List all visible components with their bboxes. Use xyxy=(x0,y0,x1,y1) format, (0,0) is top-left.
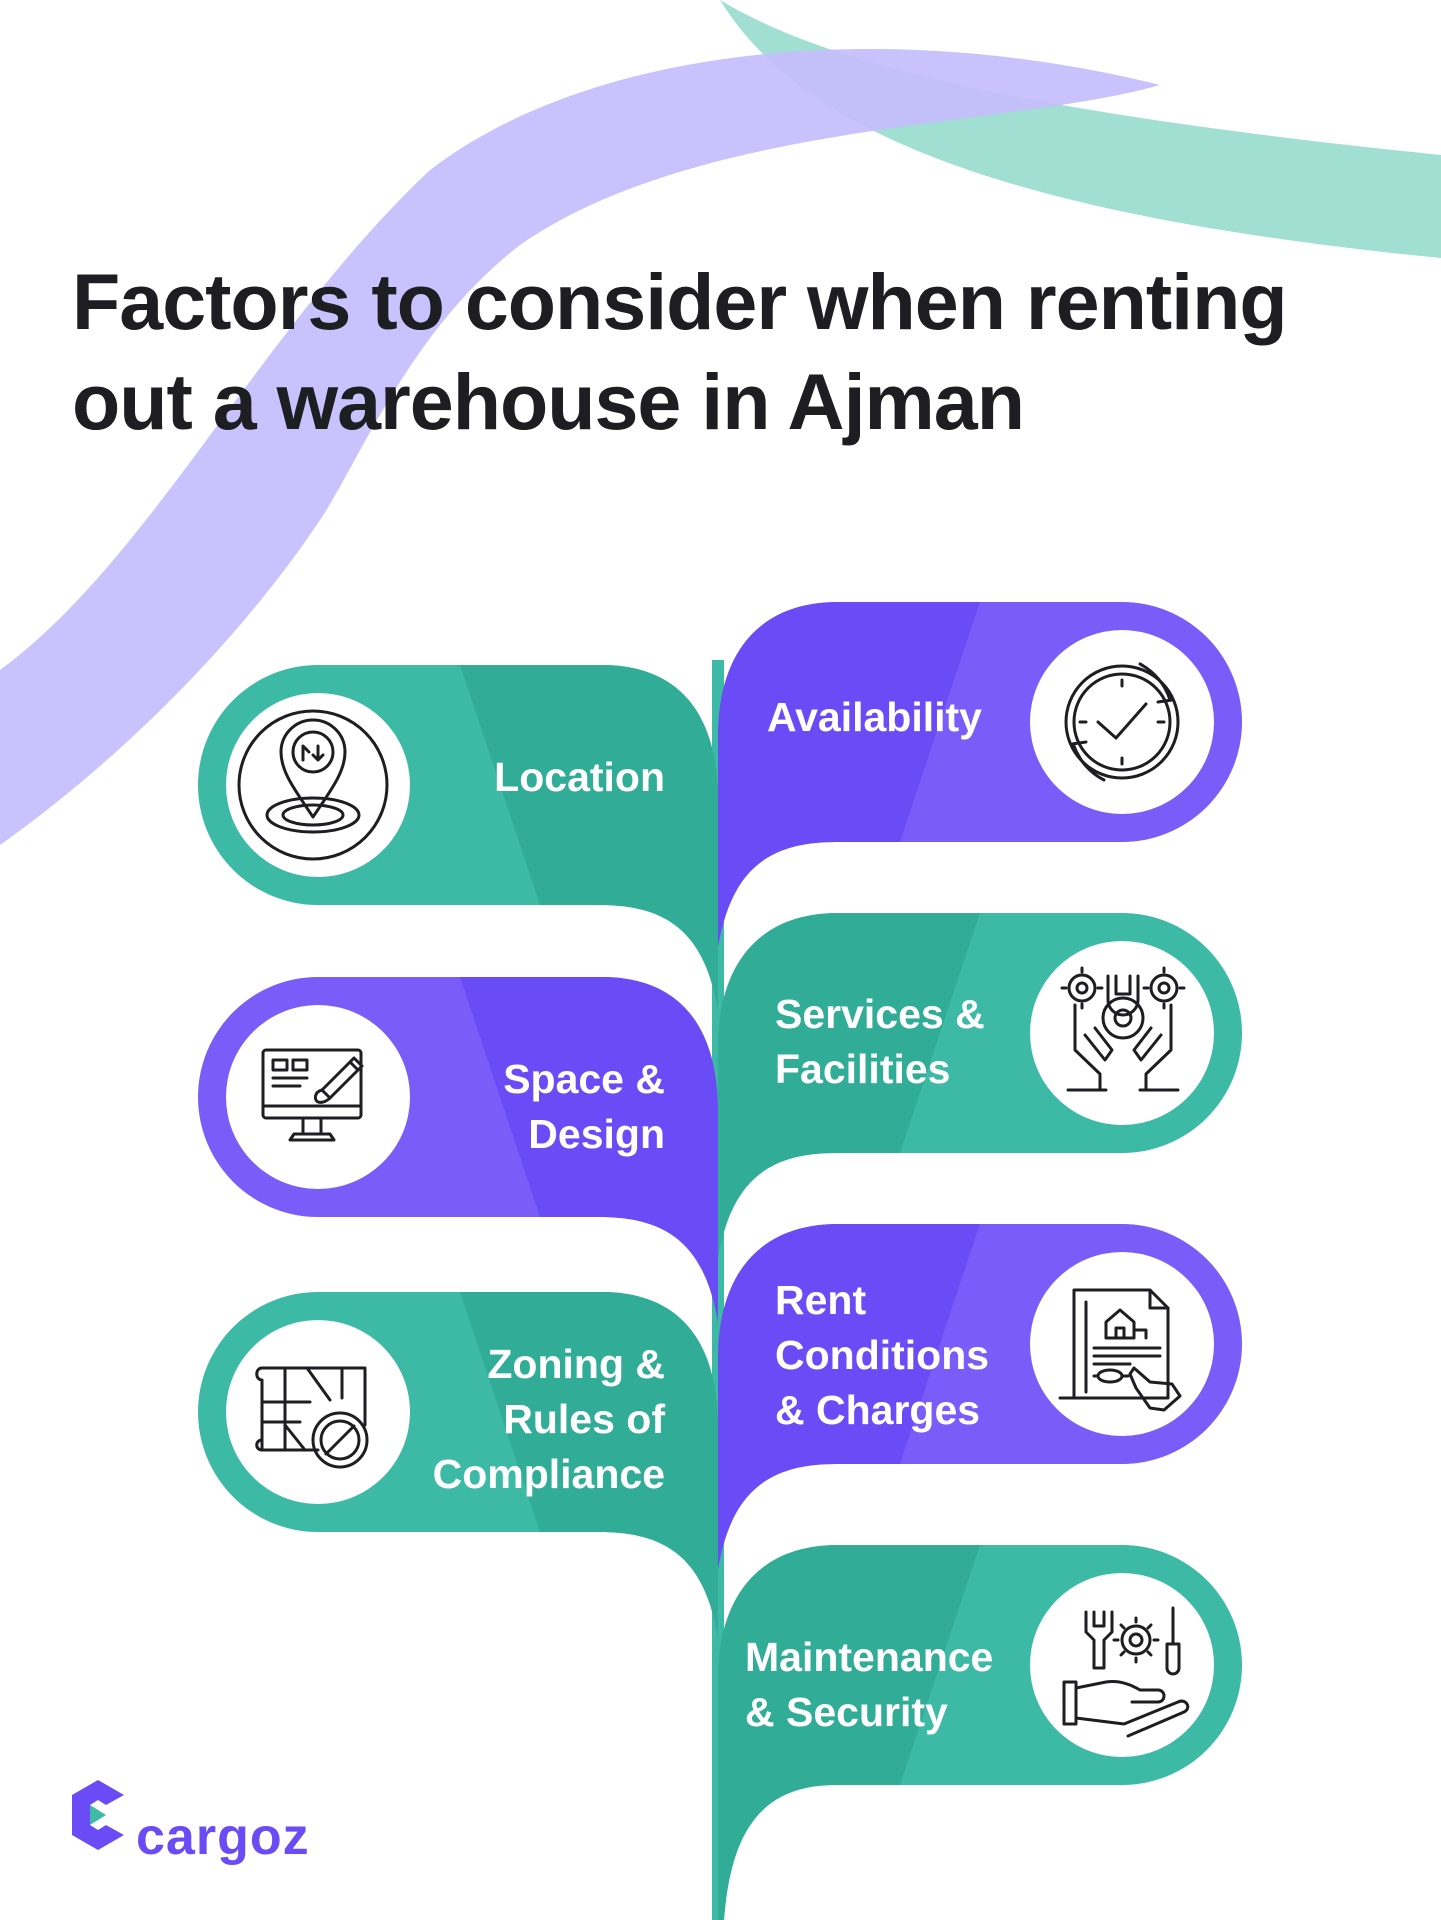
cargoz-logo-icon xyxy=(72,1780,124,1850)
monitor-design-icon xyxy=(261,1048,364,1142)
contract-document-icon xyxy=(1058,1288,1182,1412)
card-space-design xyxy=(198,977,718,1322)
label-services: Services & Facilities xyxy=(775,991,985,1092)
label-zoning: Zoning & Rules of Compliance xyxy=(432,1341,665,1497)
card-availability xyxy=(718,602,1242,947)
hand-tools-icon xyxy=(1062,1606,1190,1738)
label-rent: Rent Conditions & Charges xyxy=(775,1277,990,1433)
mint-swoosh xyxy=(720,0,1441,258)
brand-name: cargoz xyxy=(136,1808,310,1866)
map-prohibited-icon xyxy=(255,1366,369,1469)
card-zoning xyxy=(198,1292,718,1637)
label-maintenance: Maintenance & Security xyxy=(745,1634,994,1735)
page-title: Factors to consider when renting out a w… xyxy=(72,257,1288,446)
card-location xyxy=(198,665,718,1010)
lavender-swoosh xyxy=(0,49,1160,845)
label-space-design: Space & Design xyxy=(503,1056,665,1157)
map-pin-icon xyxy=(237,709,389,861)
label-location: Location xyxy=(494,754,665,800)
card-maintenance xyxy=(718,1545,1242,1920)
label-availability: Availability xyxy=(767,694,982,740)
clock-check-icon xyxy=(1064,662,1180,782)
hands-gears-icon xyxy=(1060,966,1186,1092)
